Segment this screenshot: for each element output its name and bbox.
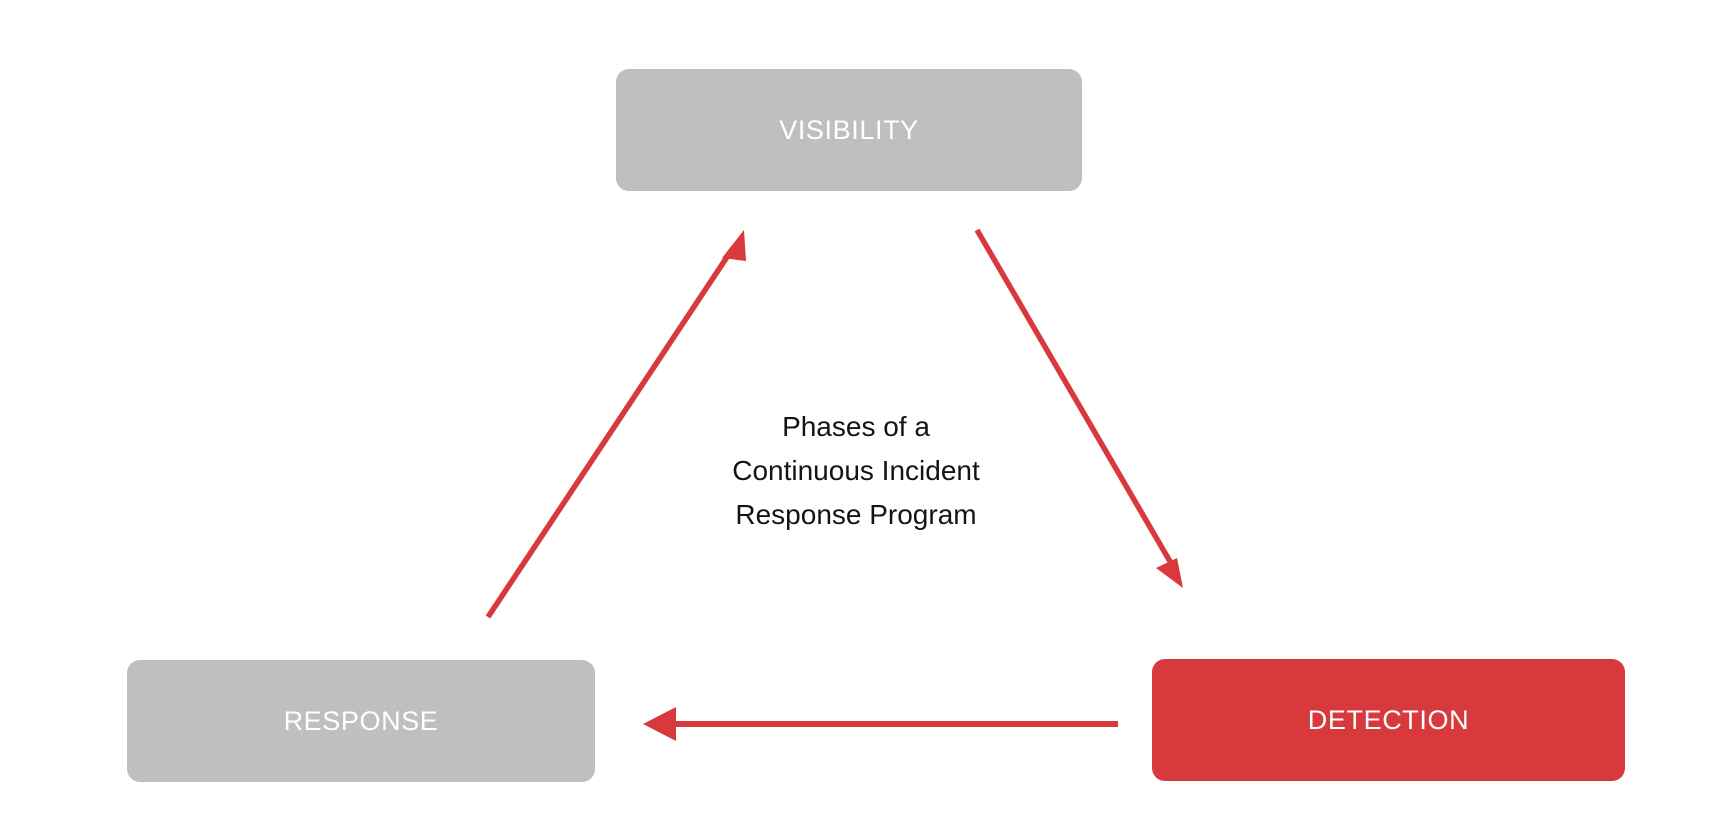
arrow-visibility-to-detection [974,228,1183,588]
phase-node-response[interactable]: RESPONSE [127,660,595,782]
caption-line-2: Continuous Incident [732,455,980,486]
caption-line-1: Phases of a [782,411,930,442]
arrow-response-to-visibility-head [722,230,746,261]
phase-node-detection[interactable]: DETECTION [1152,659,1625,781]
caption-line-3: Response Program [735,499,977,530]
phase-node-visibility[interactable]: VISIBILITY [616,69,1082,191]
arrow-detection-to-response [643,707,1118,741]
phase-node-visibility-label: VISIBILITY [779,114,919,145]
diagram-center-caption: Phases of a Continuous Incident Response… [556,405,1156,537]
arrow-response-to-visibility-shaft [485,246,736,619]
arrow-visibility-to-detection-head [1156,558,1183,588]
arrow-detection-to-response-head [643,707,676,741]
arrow-response-to-visibility [485,230,746,619]
phase-node-detection-label: DETECTION [1307,704,1470,735]
arrow-visibility-to-detection-shaft [974,228,1178,572]
phase-node-response-label: RESPONSE [283,705,439,736]
